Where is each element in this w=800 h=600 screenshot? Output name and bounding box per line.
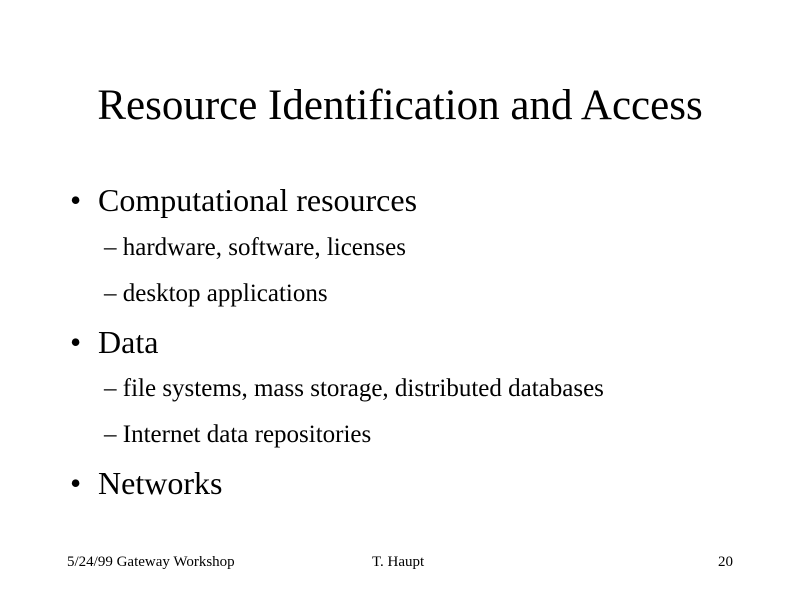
bullet-icon: • — [70, 465, 82, 501]
footer-author: T. Haupt — [372, 554, 425, 570]
subitem-desktop-applications: – desktop applications — [104, 280, 328, 307]
bullet-label: Data — [98, 324, 159, 360]
bullet-data: • Data — [70, 322, 158, 362]
subitem-hardware-software-licenses: – hardware, software, licenses — [104, 234, 406, 261]
bullet-networks: • Networks — [70, 463, 222, 503]
footer-page-number: 20 — [718, 554, 733, 570]
subitem-file-systems: – file systems, mass storage, distribute… — [104, 375, 604, 402]
bullet-label: Networks — [98, 465, 223, 501]
bullet-label: Computational resources — [98, 182, 418, 218]
subitem-internet-data-repositories: – Internet data repositories — [104, 421, 372, 448]
footer-date-event: 5/24/99 Gateway Workshop — [67, 554, 235, 570]
bullet-icon: • — [70, 182, 82, 218]
slide-title: Resource Identification and Access — [97, 82, 703, 129]
bullet-icon: • — [70, 324, 82, 360]
bullet-computational-resources: • Computational resources — [70, 180, 417, 220]
